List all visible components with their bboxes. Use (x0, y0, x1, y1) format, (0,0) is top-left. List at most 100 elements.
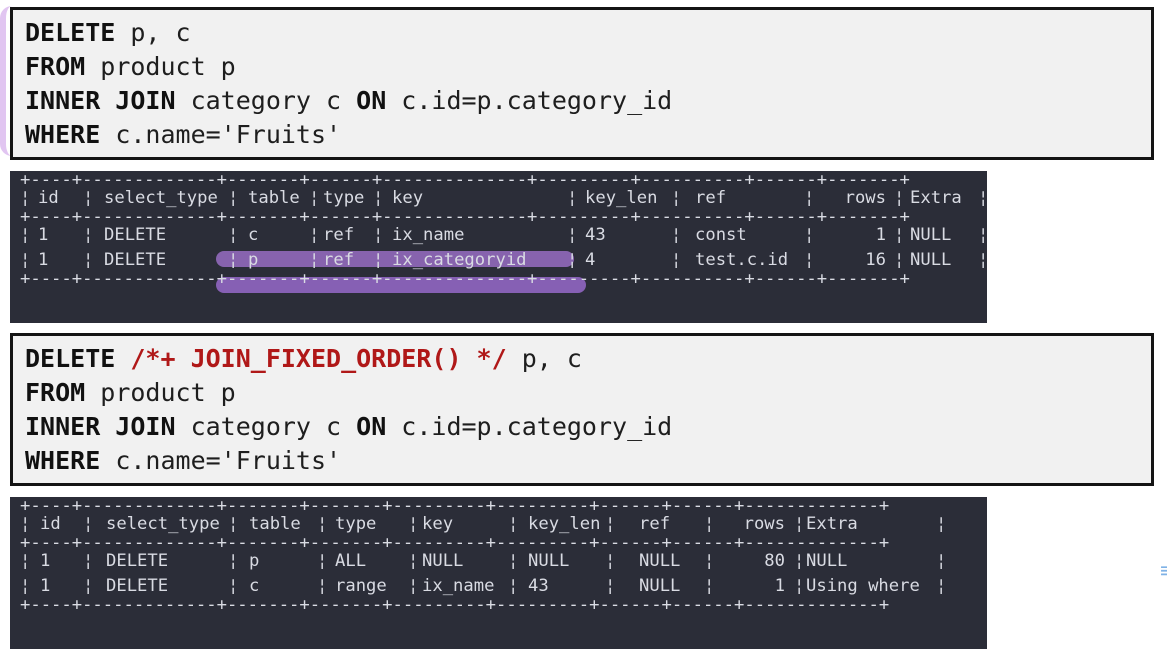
column-separator: ¦ (83, 225, 94, 245)
table-cell: NULL (910, 250, 952, 270)
column-separator: ¦ (20, 188, 31, 208)
column-separator: ¦ (83, 250, 94, 270)
column-separator: ¦ (567, 188, 578, 208)
table-cell: 1 (875, 225, 886, 245)
table-cell: ref (695, 188, 727, 208)
sql-line: FROM product p (25, 50, 1151, 84)
column-separator: ¦ (605, 576, 616, 596)
table-cell: range (335, 576, 387, 596)
highlight-mark (216, 251, 574, 267)
sql-query-1: DELETE p, c FROM product p INNER JOIN ca… (10, 7, 1154, 160)
sql-query-2: DELETE /*+ JOIN_FIXED_ORDER() */ p, c FR… (10, 333, 1154, 486)
sql-keyword: WHERE (25, 120, 101, 149)
column-separator: ¦ (20, 551, 31, 571)
sql-text: product p (85, 52, 236, 81)
highlight-mark (216, 277, 586, 293)
sql-keyword: INNER JOIN (25, 86, 176, 115)
table-cell: select_type (104, 188, 218, 208)
table-cell: rows (844, 188, 886, 208)
sql-line: DELETE p, c (25, 16, 1151, 50)
column-separator: ¦ (508, 576, 519, 596)
sql-line: FROM product p (25, 376, 1151, 410)
explain-output-1: +----+-------------+-------+------+-----… (10, 170, 989, 323)
column-separator: ¦ (228, 514, 239, 534)
column-separator: ¦ (317, 576, 328, 596)
table-cell: NULL (639, 576, 681, 596)
sql-keyword: DELETE (25, 344, 116, 373)
column-separator: ¦ (567, 250, 578, 270)
table-cell: ref (323, 225, 355, 245)
column-separator: ¦ (605, 514, 616, 534)
column-separator: ¦ (936, 576, 947, 596)
table-cell: ref (639, 514, 671, 534)
sql-line: WHERE c.name='Fruits' (25, 118, 1151, 152)
table-cell: c (249, 576, 260, 596)
sql-keyword: FROM (25, 52, 86, 81)
table-cell: 1 (38, 250, 49, 270)
column-separator: ¦ (83, 514, 94, 534)
table-cell: test.c.id (695, 250, 789, 270)
column-separator: ¦ (704, 514, 715, 534)
table-cell: rows (743, 514, 785, 534)
column-separator: ¦ (936, 551, 947, 571)
explain-table: +----+-------------+-------+------+-----… (20, 170, 989, 289)
table-cell: 1 (40, 576, 51, 596)
table-border: +----+-------------+-------+-------+----… (20, 496, 890, 516)
sql-keyword: FROM (25, 378, 86, 407)
table-cell: NULL (528, 551, 570, 571)
column-separator: ¦ (894, 188, 905, 208)
table-cell: Extra (806, 514, 858, 534)
column-separator: ¦ (794, 551, 805, 571)
column-separator: ¦ (978, 225, 989, 245)
column-separator: ¦ (794, 576, 805, 596)
table-cell: table (248, 188, 300, 208)
table-cell: DELETE (106, 551, 169, 571)
table-cell: 1 (774, 576, 785, 596)
table-cell: 16 (865, 250, 886, 270)
table-cell: NULL (806, 551, 848, 571)
column-separator: ¦ (20, 225, 31, 245)
table-border: +----+-------------+-------+------+-----… (20, 207, 910, 227)
sql-text: category c (175, 412, 357, 441)
column-separator: ¦ (373, 188, 384, 208)
table-border: +----+-------------+-------+------+-----… (20, 269, 910, 289)
table-cell: 1 (38, 225, 49, 245)
table-cell: p (249, 551, 260, 571)
edge-icon: ≡ (1159, 558, 1167, 582)
column-separator: ¦ (408, 551, 419, 571)
column-separator: ¦ (83, 188, 94, 208)
sql-line: INNER JOIN category c ON c.id=p.category… (25, 410, 1151, 444)
sql-text: p, c (506, 344, 582, 373)
table-cell: table (249, 514, 301, 534)
column-separator: ¦ (373, 250, 384, 270)
column-separator: ¦ (508, 551, 519, 571)
table-cell: select_type (106, 514, 220, 534)
table-cell: NULL (910, 225, 952, 245)
table-cell: DELETE (106, 576, 169, 596)
column-separator: ¦ (373, 225, 384, 245)
table-cell: NULL (639, 551, 681, 571)
column-separator: ¦ (894, 225, 905, 245)
table-cell: 43 (528, 576, 549, 596)
table-border: +----+-------------+-------+------+-----… (20, 170, 910, 190)
table-cell: Extra (910, 188, 962, 208)
table-cell: DELETE (104, 250, 167, 270)
table-cell: id (38, 188, 59, 208)
table-cell: p (248, 250, 259, 270)
column-separator: ¦ (228, 576, 239, 596)
column-separator: ¦ (83, 551, 94, 571)
table-cell: c (248, 225, 259, 245)
column-separator: ¦ (309, 250, 320, 270)
column-separator: ¦ (20, 576, 31, 596)
sql-text: category c (175, 86, 357, 115)
column-separator: ¦ (704, 576, 715, 596)
column-separator: ¦ (804, 225, 815, 245)
sql-line: WHERE c.name='Fruits' (25, 444, 1151, 478)
table-cell: 4 (585, 250, 596, 270)
column-separator: ¦ (228, 250, 239, 270)
sql-line: DELETE /*+ JOIN_FIXED_ORDER() */ p, c (25, 342, 1151, 376)
table-cell: type (335, 514, 377, 534)
